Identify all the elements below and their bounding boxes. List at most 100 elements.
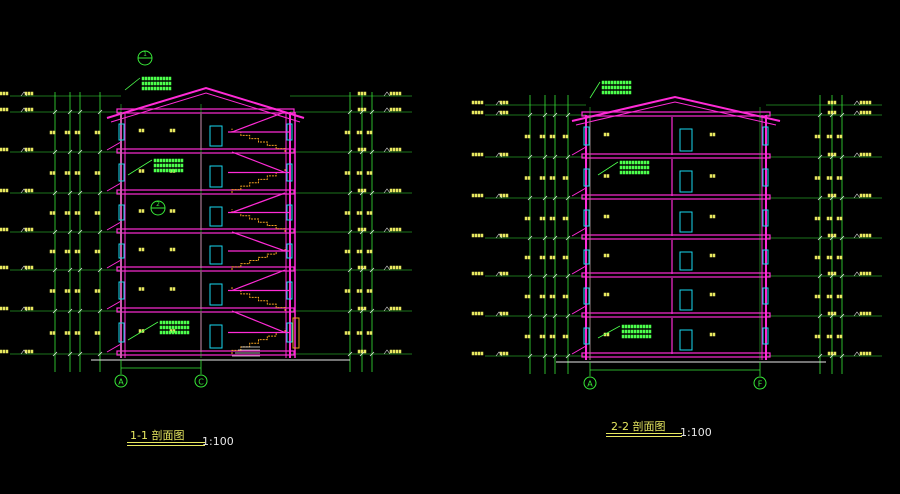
floor-slab <box>116 266 295 272</box>
leader-line <box>124 77 141 91</box>
section-2-title-underline <box>606 433 682 434</box>
dimension-text <box>74 249 81 254</box>
dimension-text <box>826 216 833 221</box>
dimension-text <box>49 171 56 175</box>
stair-flight-section <box>231 151 286 174</box>
window-left <box>118 281 125 300</box>
section-1-title-underline <box>127 442 205 443</box>
window-left <box>118 123 125 141</box>
dimension-text <box>366 331 373 335</box>
floor-slab <box>116 307 295 313</box>
level-marker <box>495 100 503 106</box>
dimension-tick <box>565 195 571 201</box>
room-label <box>603 174 610 178</box>
level-label-right <box>389 227 402 232</box>
level-marker <box>495 110 503 116</box>
stair-flight-section <box>231 231 286 252</box>
dimension-tick <box>829 195 835 201</box>
level-label-left <box>471 193 484 198</box>
dimension-tick <box>542 273 548 279</box>
dimension-tick <box>97 190 103 196</box>
dimension-tick <box>565 273 571 279</box>
dimension-tick <box>369 308 375 314</box>
dimension-tick <box>97 109 103 115</box>
level-value-right <box>827 351 837 356</box>
level-label-right <box>859 193 872 198</box>
level-marker <box>20 91 28 97</box>
level-value-right <box>357 107 367 112</box>
dimension-tick <box>359 229 365 235</box>
leader-line <box>589 81 601 99</box>
construction-note <box>153 163 184 168</box>
dimension-text <box>814 216 821 221</box>
dimension-text <box>524 134 531 139</box>
level-marker <box>20 227 28 233</box>
level-marker <box>853 100 861 106</box>
dimension-text <box>562 134 569 139</box>
dimension-text <box>836 255 843 260</box>
dimension-text <box>94 130 101 135</box>
dimension-tick <box>817 112 823 118</box>
dimension-tick <box>552 154 558 160</box>
dimension-tick <box>97 229 103 235</box>
detail-callout-1-label: 1 <box>143 51 147 58</box>
window-right <box>762 287 769 305</box>
dimension-text <box>524 294 531 299</box>
dimension-tick <box>817 313 823 319</box>
level-marker <box>853 311 861 317</box>
room-label <box>169 247 176 252</box>
stair-flight-section <box>231 269 286 292</box>
level-marker <box>383 188 391 194</box>
construction-note <box>159 330 190 335</box>
dimension-text <box>549 216 556 221</box>
interior-door <box>209 245 223 265</box>
level-label-left <box>471 152 484 157</box>
dimension-text <box>49 130 56 135</box>
dimension-tick <box>359 351 365 357</box>
interior-door <box>679 289 693 311</box>
dimension-tick <box>52 267 58 273</box>
floor-slab <box>581 352 771 358</box>
level-marker <box>20 306 28 312</box>
dimension-text <box>356 130 363 135</box>
level-marker <box>20 265 28 271</box>
dimension-text <box>94 289 101 293</box>
dimension-tick <box>359 190 365 196</box>
dimension-text <box>366 289 373 293</box>
window-left <box>118 243 125 259</box>
level-marker <box>495 271 503 277</box>
dimension-tick <box>369 109 375 115</box>
construction-note <box>159 320 190 325</box>
level-label-left <box>0 107 9 112</box>
leader-line <box>597 325 621 339</box>
level-marker <box>20 147 28 153</box>
room-label <box>709 132 716 137</box>
dimension-tick <box>52 149 58 155</box>
level-label-left <box>0 349 9 354</box>
level-marker <box>853 271 861 277</box>
detail-callout-2-label: 2 <box>156 201 160 208</box>
construction-note <box>159 325 190 330</box>
window-left <box>583 209 590 227</box>
window-right <box>762 126 769 146</box>
level-value-right <box>357 265 367 270</box>
floor-slab <box>581 272 771 278</box>
dimension-text <box>344 171 351 175</box>
level-label-left <box>471 110 484 115</box>
level-label-right <box>389 188 402 193</box>
dimension-text <box>356 211 363 215</box>
window-right <box>762 168 769 187</box>
level-label-left <box>0 188 9 193</box>
floor-slab <box>581 153 771 159</box>
dimension-text <box>836 334 843 339</box>
level-marker <box>383 147 391 153</box>
room-label <box>709 174 716 178</box>
level-marker <box>383 91 391 97</box>
interior-door <box>679 128 693 152</box>
dimension-tick <box>829 273 835 279</box>
window-left <box>118 204 125 221</box>
room-label <box>709 292 716 297</box>
dimension-text <box>344 331 351 335</box>
construction-note <box>601 80 632 85</box>
